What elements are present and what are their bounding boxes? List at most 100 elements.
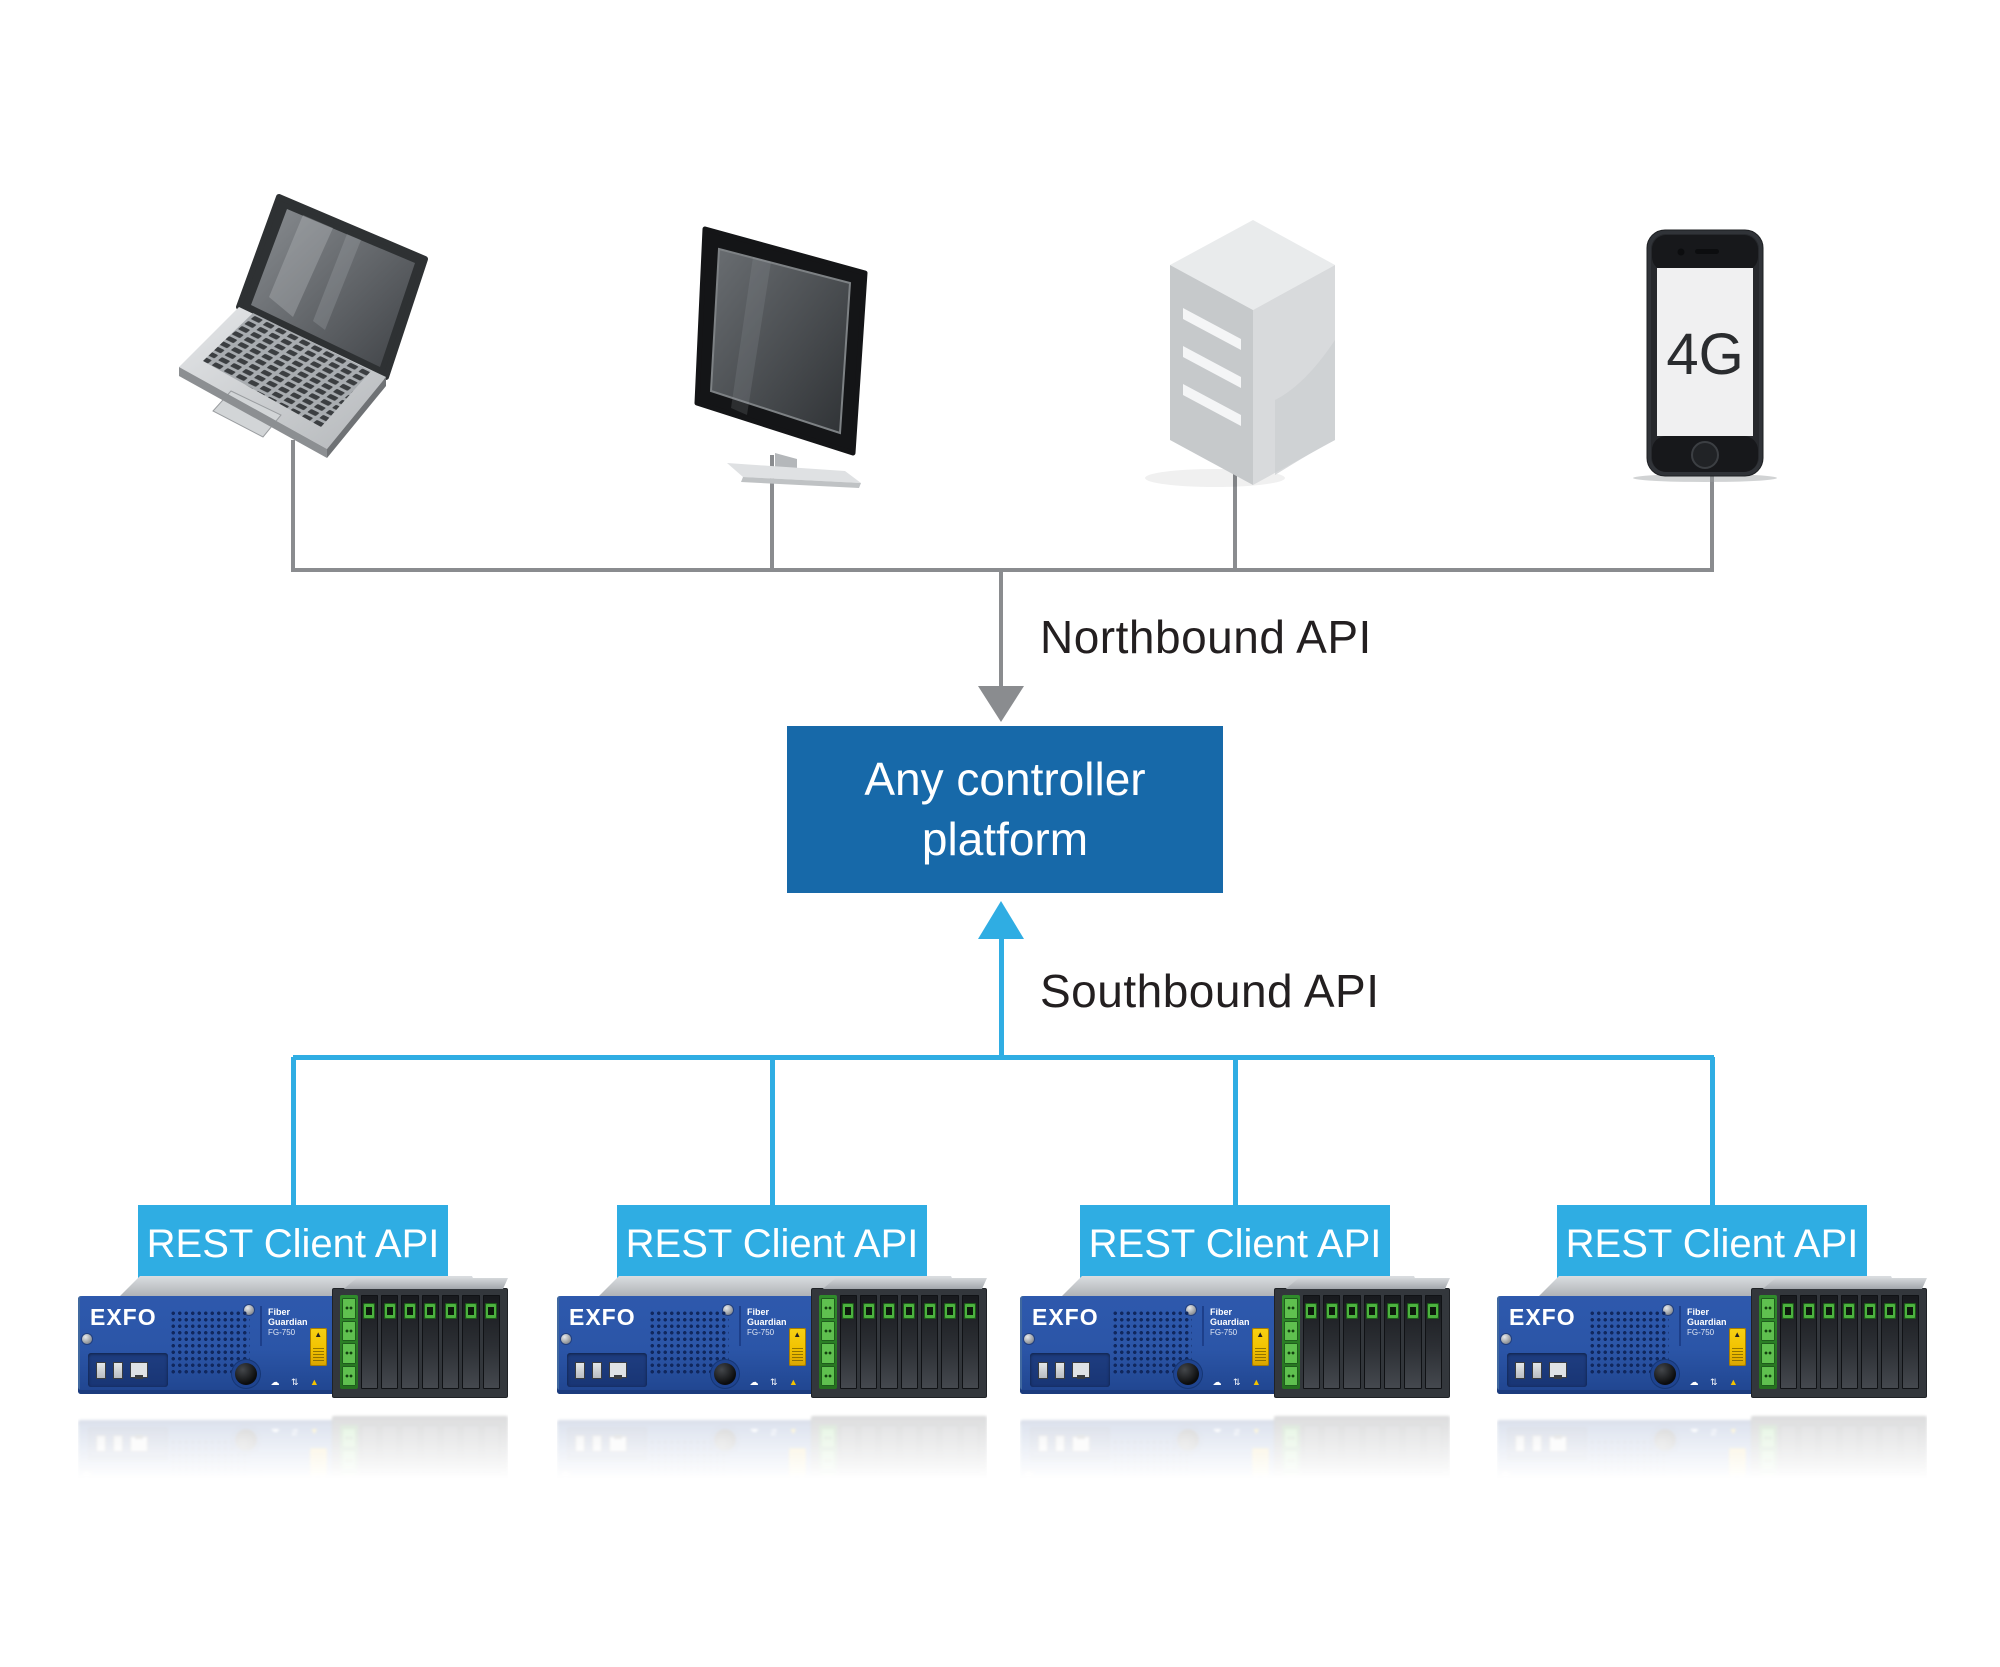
rest-client-api-box: REST Client API	[1080, 1205, 1390, 1283]
model-number: FG-750	[1210, 1477, 1238, 1487]
laser-warning-label	[1251, 1328, 1269, 1366]
southbound-api-label: Southbound API	[1040, 965, 1380, 1017]
server-icon	[1145, 220, 1335, 487]
otau-module	[421, 1425, 439, 1519]
product-name: Fiber Guardian	[268, 1486, 308, 1507]
updown-arrows-icon: ⇅	[1232, 1377, 1241, 1387]
panel-divider	[739, 1306, 741, 1346]
panel-divider	[1202, 1306, 1204, 1346]
exfo-fg750-chassis: EXFO Fiber Guardian FG-750	[557, 1276, 987, 1546]
vent-grid	[649, 1438, 729, 1504]
status-indicator-icons: ☁ ⇅ ▲	[1685, 1378, 1743, 1387]
model-number: FG-750	[268, 1477, 296, 1487]
screw-icon	[243, 1305, 254, 1315]
updown-arrows-icon: ⇅	[769, 1427, 778, 1437]
chassis-reflection: EXFO Fiber Guardian FG-750	[1497, 1408, 1927, 1538]
product-label: Fiber Guardian FG-750	[747, 1307, 811, 1337]
screw-icon	[243, 1499, 254, 1509]
cloud-icon: ☁	[270, 1427, 280, 1437]
otau-module	[1424, 1425, 1442, 1519]
updown-arrows-icon: ⇅	[1709, 1377, 1718, 1387]
otau-module	[1820, 1295, 1838, 1389]
power-button-icon	[1654, 1429, 1677, 1451]
northbound-bus-line	[293, 568, 1714, 572]
warning-icon: ▲	[309, 1377, 319, 1387]
module-bay	[1750, 1416, 1927, 1526]
status-indicator-icons: ☁ ⇅ ▲	[745, 1427, 803, 1437]
exfo-logo: EXFO	[569, 1484, 636, 1510]
otau-module	[1323, 1425, 1341, 1519]
chassis-top-face	[563, 1516, 961, 1538]
updown-arrows-icon: ⇅	[1232, 1427, 1241, 1437]
rest-drop-line-4	[1710, 1057, 1715, 1207]
status-indicator-icons: ☁ ⇅ ▲	[266, 1427, 324, 1437]
vent-grid	[170, 1438, 250, 1504]
chassis-visual: EXFO Fiber Guardian FG-750	[78, 1408, 508, 1538]
chassis-front-face: EXFO Fiber Guardian FG-750	[1497, 1288, 1927, 1398]
chassis-top-face	[84, 1516, 482, 1538]
usb-port-icon	[1515, 1435, 1525, 1453]
ethernet-port-icon	[609, 1362, 627, 1379]
warning-icon: ▲	[1251, 1377, 1261, 1387]
module-bay	[810, 1416, 987, 1526]
io-ports	[1030, 1353, 1110, 1387]
otau-module	[482, 1295, 500, 1389]
otau-module	[961, 1295, 979, 1389]
laser-warning-label	[309, 1328, 327, 1366]
exfo-fg750-chassis: EXFO Fiber Guardian FG-750	[78, 1276, 508, 1546]
southbound-arrow-line	[999, 936, 1004, 1058]
chassis-front-face: EXFO Fiber Guardian FG-750	[557, 1288, 987, 1398]
rest-drop-line-1	[291, 1057, 296, 1207]
otau-module	[1302, 1295, 1321, 1389]
vent-grid	[1589, 1438, 1669, 1504]
power-button-icon	[714, 1363, 737, 1385]
northbound-arrow-line	[999, 568, 1003, 690]
screw-icon	[722, 1499, 733, 1509]
warning-icon: ▲	[309, 1427, 319, 1437]
otau-module	[921, 1295, 939, 1389]
server-drop-line	[1233, 450, 1237, 572]
southbound-bus-line	[293, 1055, 1714, 1060]
otau-module	[880, 1425, 898, 1519]
chassis-front-panel: EXFO Fiber Guardian FG-750	[78, 1420, 332, 1518]
usb-port-icon	[1532, 1361, 1542, 1379]
otau-module	[921, 1425, 939, 1519]
product-label: Fiber Guardian FG-750	[268, 1307, 332, 1337]
rest-client-api-label: REST Client API	[1088, 1221, 1382, 1266]
io-ports	[1507, 1427, 1587, 1461]
otau-module	[941, 1425, 959, 1519]
fiber-connector-block	[818, 1295, 837, 1389]
otau-module	[1779, 1425, 1798, 1519]
otau-module	[839, 1295, 858, 1389]
smartphone-icon: 4G	[1633, 228, 1777, 483]
northbound-api-label: Northbound API	[1040, 611, 1372, 663]
screw-icon	[82, 1470, 92, 1480]
laser-warning-label	[1728, 1328, 1746, 1366]
rest-unit: REST Client API EXFO Fiber Guardian FG-7…	[78, 1205, 508, 1605]
product-label: Fiber Guardian FG-750	[1210, 1307, 1274, 1337]
ethernet-port-icon	[1072, 1362, 1090, 1379]
warning-icon: ▲	[1728, 1377, 1738, 1387]
usb-port-icon	[113, 1361, 123, 1379]
usb-port-icon	[1055, 1361, 1065, 1379]
otau-module	[442, 1295, 460, 1389]
fiber-connector-block	[1281, 1425, 1300, 1519]
product-label: Fiber Guardian FG-750	[747, 1477, 811, 1507]
otau-module	[1881, 1425, 1899, 1519]
otau-module	[941, 1295, 959, 1389]
cloud-icon: ☁	[1212, 1427, 1222, 1437]
module-bay	[1273, 1416, 1450, 1526]
otau-module	[1861, 1425, 1879, 1519]
io-ports	[567, 1427, 647, 1461]
chassis-reflection: EXFO Fiber Guardian FG-750	[78, 1408, 508, 1538]
rest-drop-line-2	[770, 1057, 775, 1207]
vent-grid	[649, 1310, 729, 1376]
product-name: Fiber Guardian	[1210, 1307, 1250, 1328]
status-indicator-icons: ☁ ⇅ ▲	[1208, 1427, 1266, 1437]
exfo-logo: EXFO	[1032, 1304, 1099, 1330]
otau-module	[360, 1425, 379, 1519]
ethernet-port-icon	[130, 1362, 148, 1379]
exfo-logo: EXFO	[1509, 1484, 1576, 1510]
power-button-icon	[1177, 1363, 1200, 1385]
module-bay	[1273, 1288, 1450, 1398]
